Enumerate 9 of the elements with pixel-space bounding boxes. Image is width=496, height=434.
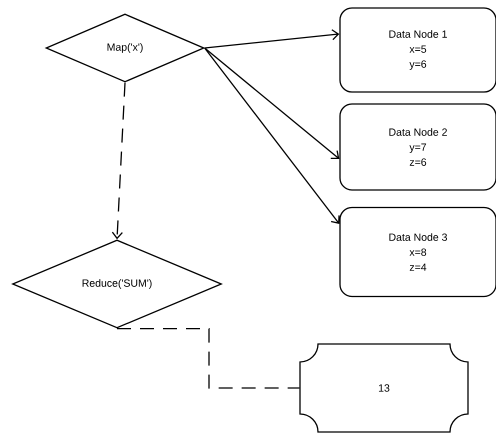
result-box: 13 (299, 343, 469, 433)
dashed-connector (117, 328, 300, 389)
arrow (204, 48, 340, 160)
arrow (204, 29, 340, 49)
data-node-box: Data Node 3 x=8 z=4 (339, 206, 496, 298)
data-node-box: Data Node 1 x=5 y=6 (339, 7, 496, 93)
arrow (204, 48, 340, 224)
data-node-box: Data Node 2 y=7 z=6 (339, 103, 496, 191)
dashed-arrow (112, 82, 126, 240)
